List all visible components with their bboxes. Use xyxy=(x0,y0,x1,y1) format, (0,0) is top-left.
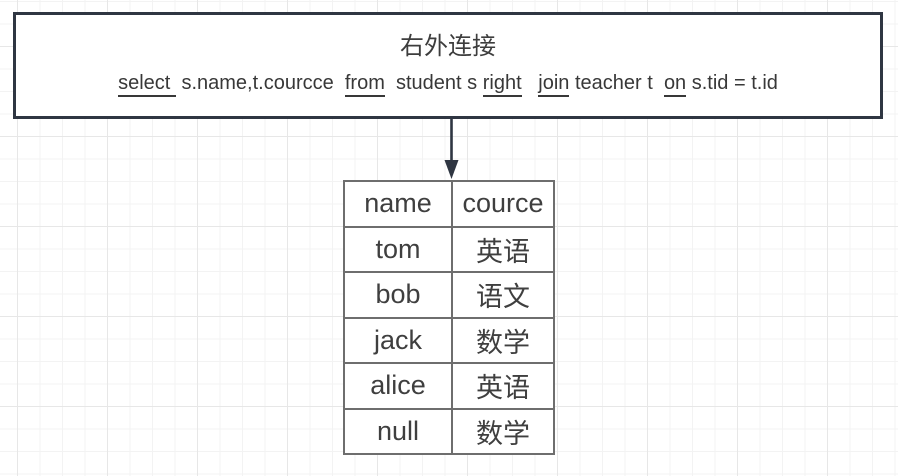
table-cell[interactable]: bob xyxy=(343,271,453,319)
sql-text: s.tid = t.id xyxy=(686,72,778,94)
table-cell[interactable]: 数学 xyxy=(451,316,555,364)
sql-keyword-right: right xyxy=(482,72,522,97)
table-cell[interactable]: alice xyxy=(343,362,453,410)
table-cell[interactable]: jack xyxy=(343,316,453,364)
table-cell[interactable]: 数学 xyxy=(451,407,555,455)
sql-statement: select s.name,t.courcce from student s r… xyxy=(118,67,778,99)
table-cell[interactable]: tom xyxy=(343,225,453,273)
sql-text: s.name,t.courcce xyxy=(175,72,345,94)
table-cell[interactable]: null xyxy=(343,407,453,455)
sql-keyword-on: on xyxy=(663,72,687,97)
arrowhead-icon xyxy=(444,160,459,179)
table-row: null 数学 xyxy=(343,407,555,455)
table-cell[interactable]: 语文 xyxy=(451,271,555,319)
sql-query-box[interactable]: 右外连接 select s.name,t.courcce from studen… xyxy=(13,12,883,119)
sql-text: teacher t xyxy=(569,72,664,94)
sql-text: student s xyxy=(384,72,483,94)
query-box-title: 右外连接 xyxy=(400,33,496,60)
result-table[interactable]: name cource tom 英语 bob 语文 jack 数学 alice … xyxy=(343,180,555,455)
sql-keyword-select: select xyxy=(118,72,176,97)
col-header-cource[interactable]: cource xyxy=(451,180,555,228)
sql-keyword-join: join xyxy=(538,72,570,97)
col-header-name[interactable]: name xyxy=(343,180,453,228)
sql-keyword-from: from xyxy=(344,72,385,97)
sql-text xyxy=(522,72,539,94)
table-cell[interactable]: 英语 xyxy=(451,362,555,410)
table-row: alice 英语 xyxy=(343,362,555,410)
table-row: bob 语文 xyxy=(343,271,555,319)
table-row: jack 数学 xyxy=(343,316,555,364)
table-cell[interactable]: 英语 xyxy=(451,225,555,273)
arrow-down-connector[interactable] xyxy=(440,118,464,180)
table-row: tom 英语 xyxy=(343,225,555,273)
table-header-row: name cource xyxy=(343,180,555,228)
